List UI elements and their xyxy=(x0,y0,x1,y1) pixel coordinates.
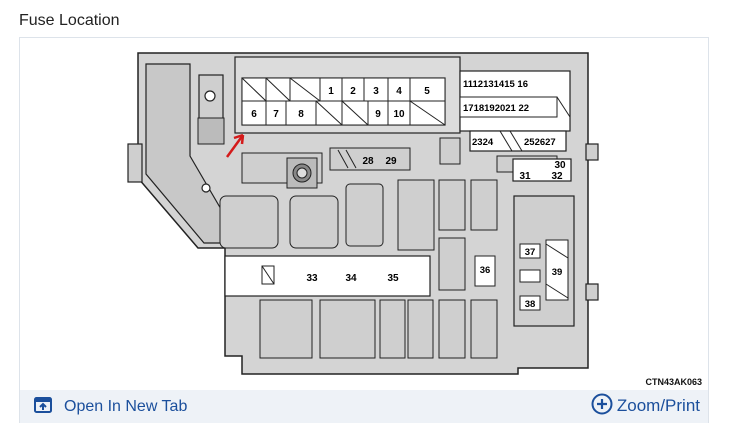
diagram-code: CTN43AK063 xyxy=(645,377,702,387)
connector-pins xyxy=(197,117,225,145)
fuse-30: 30 xyxy=(554,160,566,171)
mount-hole-2 xyxy=(201,183,211,193)
fuse-39: 39 xyxy=(552,267,563,278)
fuse-8: 8 xyxy=(298,109,304,120)
fuse-4: 4 xyxy=(396,86,402,97)
fuse-34: 34 xyxy=(345,273,357,284)
open-in-new-tab-icon xyxy=(34,396,52,418)
fuse-block-30-32 xyxy=(512,158,572,182)
fuse-1: 1 xyxy=(328,86,334,97)
fuse-29: 29 xyxy=(385,156,397,167)
zoom-print-label: Zoom/Print xyxy=(616,396,700,415)
fuse-row-23-27 xyxy=(469,130,567,152)
fuse-7: 7 xyxy=(273,109,279,120)
fuse-carrier-33-35 xyxy=(224,255,431,297)
red-location-arrow xyxy=(225,134,245,158)
mount-tab-right-bottom xyxy=(585,283,599,301)
fuse-5: 5 xyxy=(424,86,430,97)
fuse-row-11-16: 1112131415 16 xyxy=(463,79,528,90)
fuse-9: 9 xyxy=(375,109,381,120)
diagram-frame: 1 2 3 4 5 6 7 8 9 10 1112131415 16 17181… xyxy=(19,37,709,423)
image-toolbar: Open In New Tab Zoom/Print xyxy=(20,390,708,423)
zoom-print-button[interactable]: Zoom/Print xyxy=(591,393,700,420)
open-in-new-tab-button[interactable]: Open In New Tab xyxy=(34,396,187,418)
fuse-28: 28 xyxy=(362,156,374,167)
fuse-25-27: 252627 xyxy=(524,137,556,148)
open-in-new-tab-label: Open In New Tab xyxy=(64,398,188,415)
fuse-35: 35 xyxy=(387,273,399,284)
fuse-row-17-22: 1718192021 22 xyxy=(463,103,529,114)
mount-hole-1 xyxy=(204,90,216,102)
fuse-10: 10 xyxy=(393,109,405,120)
fuse-38: 38 xyxy=(525,299,536,310)
mount-tab-right-top xyxy=(585,143,599,161)
fuse-box-diagram: 1 2 3 4 5 6 7 8 9 10 1112131415 16 17181… xyxy=(127,52,599,375)
fuse-31: 31 xyxy=(519,171,531,182)
fuse-23-24: 2324 xyxy=(472,137,494,148)
fuse-36: 36 xyxy=(480,265,491,276)
section-title: Fuse Location xyxy=(19,12,120,29)
fuse-2: 2 xyxy=(350,86,356,97)
zoom-plus-icon xyxy=(591,393,613,420)
fuse-6: 6 xyxy=(251,109,257,120)
fuse-33: 33 xyxy=(306,273,318,284)
fuse-32: 32 xyxy=(551,171,563,182)
fuse-3: 3 xyxy=(373,86,379,97)
fuse-37: 37 xyxy=(525,247,536,258)
fuse-block-28-29 xyxy=(329,147,411,171)
mount-tab-left xyxy=(127,143,143,183)
